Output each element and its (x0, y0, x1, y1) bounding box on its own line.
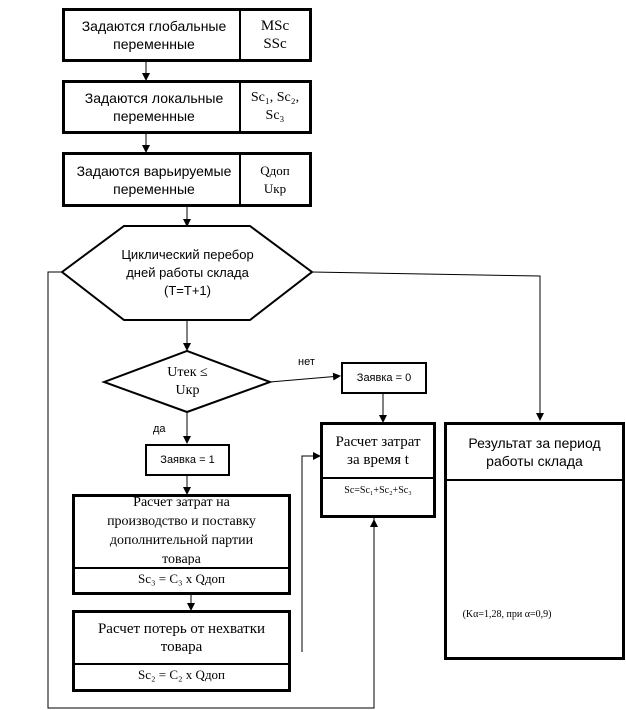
branch-no-label: нет (298, 356, 315, 368)
local-vars-box: Задаются локальные переменные Sc₁, Sc₂, … (62, 80, 312, 134)
order-zero-box: Заявка = 0 (341, 362, 427, 394)
result-note: (Kα=1,28, при α=0,9) (462, 609, 552, 620)
global-vars-values: MSc SSc (260, 18, 290, 52)
local-vars-label: Задаются локальные переменные (84, 90, 224, 124)
production-box: Расчет затрат на производство и поставку… (72, 494, 291, 595)
cost-total-box: Расчет затрат за время t Sc=Sc₁+Sc₂+Sc₃ (320, 422, 436, 518)
order-one-box: Заявка = 1 (145, 444, 230, 476)
global-vars-label: Задаются глобальные переменные (81, 18, 227, 52)
arrow-cycle-to-result (311, 271, 544, 421)
shortage-formula: Sc₂ = C₂ x Qдоп (137, 667, 226, 682)
local-vars-values: Sc₁, Sc₂, Sc₃ (250, 90, 300, 123)
varied-vars-label: Задаются варьируемые переменные (76, 162, 232, 197)
global-vars-box: Задаются глобальные переменные MSc SSc (62, 8, 312, 62)
varied-vars-box: Задаются варьируемые переменные Qдоп Uкр (62, 152, 312, 207)
order-one-text: Заявка = 1 (160, 454, 215, 466)
production-formula: Sc₃ = C₃ x Qдоп (137, 571, 226, 586)
varied-vars-values: Qдоп Uкр (260, 162, 290, 196)
arrow-no-branch (269, 372, 341, 383)
production-title: Расчет затрат на производство и поставку… (107, 497, 256, 565)
result-box: Результат за период работы склада (Kα=1,… (444, 422, 625, 660)
shortage-box: Расчет потерь от нехватки товара Sc₂ = C… (72, 610, 291, 692)
arrow-shortage-to-cost (301, 452, 321, 652)
cost-total-title: Расчет затрат за время t (335, 434, 421, 468)
cycle-text: Циклический перебор дней работы склада (… (121, 247, 254, 298)
condition-text: Uтек ≤ Uкр (167, 365, 208, 398)
cost-total-formula: Sc=Sc₁+Sc₂+Sc₃ (344, 485, 412, 496)
result-title: Результат за период работы склада (468, 435, 601, 469)
order-zero-text: Заявка = 0 (356, 372, 412, 384)
branch-yes-label: да (153, 423, 166, 435)
shortage-title: Расчет потерь от нехватки товара (97, 621, 266, 655)
